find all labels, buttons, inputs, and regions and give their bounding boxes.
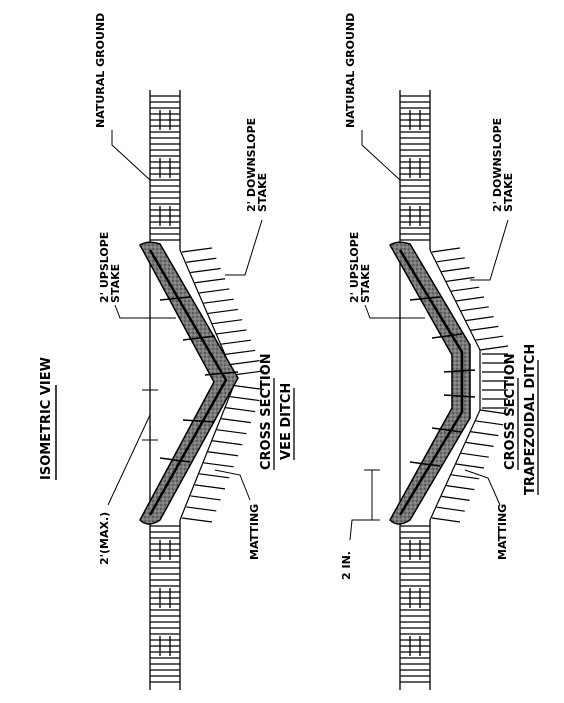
ground-hatch-line <box>216 329 247 335</box>
trap-upslope-stake-label: 2' UPSLOPE <box>348 232 361 303</box>
ground-hatch-line <box>233 370 264 376</box>
ground-hatch-line <box>181 517 213 523</box>
trapezoidal-ditch-detail: NATURAL GROUND 2' DOWNSLOPE STAKE 2' UPS… <box>340 13 539 690</box>
vee-leader-lines <box>111 130 263 501</box>
ground-hatch-line <box>190 267 221 274</box>
ground-hatch-line <box>225 349 256 355</box>
ground-hatch-line <box>460 306 489 312</box>
ground-hatch-line <box>203 462 234 468</box>
vee-stakes <box>159 296 239 463</box>
trap-section-subheading: TRAPEZOIDAL DITCH <box>523 344 538 495</box>
trap-matting-shape <box>388 241 471 525</box>
ground-hatch-line <box>479 409 509 415</box>
vee-dimension-label: 2'(MAX.) <box>98 512 111 565</box>
vee-matting-shape <box>139 241 239 525</box>
ground-hatch-line <box>441 495 470 501</box>
ground-hatch-line <box>460 452 489 458</box>
ground-hatch-line <box>446 485 475 491</box>
ground-hatch-line <box>186 257 217 263</box>
ground-hatch-line <box>225 407 256 413</box>
vee-matting-label: MATTING <box>248 504 261 560</box>
ground-hatch-line <box>455 463 485 469</box>
vee-downslope-stake-label-2: STAKE <box>256 173 269 212</box>
ground-hatch-line <box>207 308 238 315</box>
trap-matting-label: MATTING <box>496 504 509 560</box>
trap-natural-ground-label: NATURAL GROUND <box>344 13 357 128</box>
ground-hatch-line <box>199 473 230 479</box>
ground-hatch-line <box>479 345 509 351</box>
ground-hatch-line <box>220 339 251 345</box>
ground-hatch-line <box>441 267 470 273</box>
vee-natural-ground-band <box>149 90 181 690</box>
trap-natural-ground-band <box>399 90 431 690</box>
ground-hatch-line <box>216 429 247 435</box>
ground-hatch-line <box>470 431 499 437</box>
ground-hatch-line <box>203 298 234 304</box>
vee-section-heading: CROSS SECTION <box>259 353 274 470</box>
ground-hatch-line <box>431 247 461 253</box>
trap-upslope-stake-label-2: STAKE <box>359 264 372 303</box>
ground-hatch-line <box>465 316 494 322</box>
trap-bedding-hatch <box>429 247 509 523</box>
page-title-group: ISOMETRIC VIEW <box>39 357 57 480</box>
ground-hatch-line <box>229 360 260 366</box>
trap-downslope-stake-label-2: STAKE <box>502 173 515 212</box>
ground-hatch-line <box>455 296 485 302</box>
ground-hatch-line <box>212 319 243 325</box>
ground-hatch-line <box>451 286 480 292</box>
trap-dimension-label: 2 IN. <box>340 551 353 580</box>
ground-hatch-line <box>436 506 465 512</box>
vee-upslope-stake-label: 2' UPSLOPE <box>98 232 111 303</box>
vee-bedding-hatch <box>179 247 264 523</box>
vee-dimension-line <box>107 389 158 506</box>
vee-natural-ground-label: NATURAL GROUND <box>94 13 107 128</box>
vee-ditch-detail: NATURAL GROUND 2' DOWNSLOPE STAKE 2' UPS… <box>94 13 295 690</box>
ground-hatch-line <box>194 484 226 490</box>
vee-upslope-stake-label-2: STAKE <box>109 264 122 303</box>
ground-hatch-line <box>470 325 499 331</box>
ground-hatch-line <box>233 384 264 391</box>
ground-hatch-line <box>207 451 238 457</box>
ground-hatch-line <box>431 517 461 523</box>
ground-hatch-line <box>446 276 475 282</box>
ground-hatch-line <box>475 335 504 341</box>
trap-leader-lines <box>361 130 509 506</box>
vee-downslope-stake-label: 2' DOWNSLOPE <box>245 118 258 212</box>
ground-hatch-line <box>212 440 243 446</box>
trap-section-heading: CROSS SECTION <box>503 353 518 470</box>
trap-downslope-stake-label: 2' DOWNSLOPE <box>491 118 504 212</box>
ground-hatch-line <box>190 495 221 501</box>
trap-dimension-line <box>349 469 380 541</box>
ground-hatch-line <box>465 441 494 447</box>
vee-flowline <box>148 249 228 516</box>
ground-hatch-line <box>475 420 504 426</box>
ground-hatch-line <box>186 506 217 512</box>
ground-hatch-line <box>220 418 251 424</box>
trap-stakes <box>409 296 476 467</box>
vee-section-subheading: VEE DITCH <box>279 383 294 460</box>
page-title: ISOMETRIC VIEW <box>39 357 54 480</box>
ground-hatch-line <box>229 395 260 402</box>
ground-hatch-line <box>451 474 480 480</box>
ground-hatch-line <box>194 278 226 284</box>
ground-hatch-line <box>181 247 213 253</box>
ground-hatch-line <box>436 257 465 263</box>
ground-hatch-line <box>199 288 230 294</box>
trap-flowline <box>398 249 464 516</box>
